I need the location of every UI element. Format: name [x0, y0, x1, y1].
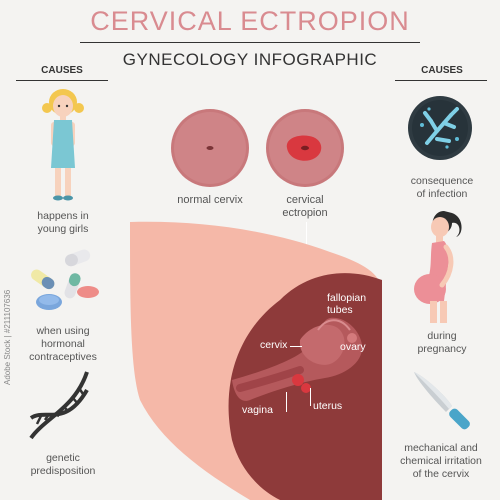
left-causes-heading: CAUSES [41, 65, 83, 76]
cause-irritation-caption: mechanical and chemical irritation of th… [400, 442, 482, 480]
normal-cervix-illustration [171, 109, 249, 187]
page-title: CERVICAL ECTROPION [90, 6, 410, 36]
vagina-pointer-line [286, 392, 287, 412]
bacteria-icon [408, 96, 472, 160]
right-causes-heading: CAUSES [421, 65, 463, 76]
cause-contraceptives-caption: when using hormonal contraceptives [29, 325, 97, 363]
right-causes-rule [395, 80, 487, 81]
left-causes-rule [16, 80, 108, 81]
cause-pregnancy-caption: during pregnancy [417, 330, 467, 355]
dna-icon [29, 371, 89, 440]
stock-watermark: Adobe Stock | #211107636 [3, 289, 12, 385]
cervical-ectropion-label: cervical ectropion [282, 194, 328, 219]
fallopian-tubes-label: fallopian tubes [327, 292, 367, 316]
pregnant-woman-icon [414, 211, 462, 323]
vagina-label: vagina [242, 404, 273, 416]
cervical-ectropion-illustration [266, 109, 344, 187]
knife-icon [414, 372, 470, 430]
cause-young-girls-caption: happens in young girls [37, 210, 89, 235]
ovary-label: ovary [340, 341, 366, 353]
young-girl-icon [42, 89, 84, 201]
cervix-pointer-line [290, 346, 302, 347]
normal-cervix-label: normal cervix [177, 194, 243, 206]
cause-infection-caption: consequence of infection [410, 175, 474, 200]
title-divider [80, 42, 420, 43]
uterus-pointer-line [310, 388, 311, 406]
page-subtitle: GYNECOLOGY INFOGRAPHIC [122, 50, 378, 69]
cervix-label: cervix [260, 339, 288, 351]
cause-genetic-caption: genetic predisposition [30, 452, 96, 477]
pills-icon [31, 249, 99, 310]
uterus-label: uterus [313, 400, 343, 412]
